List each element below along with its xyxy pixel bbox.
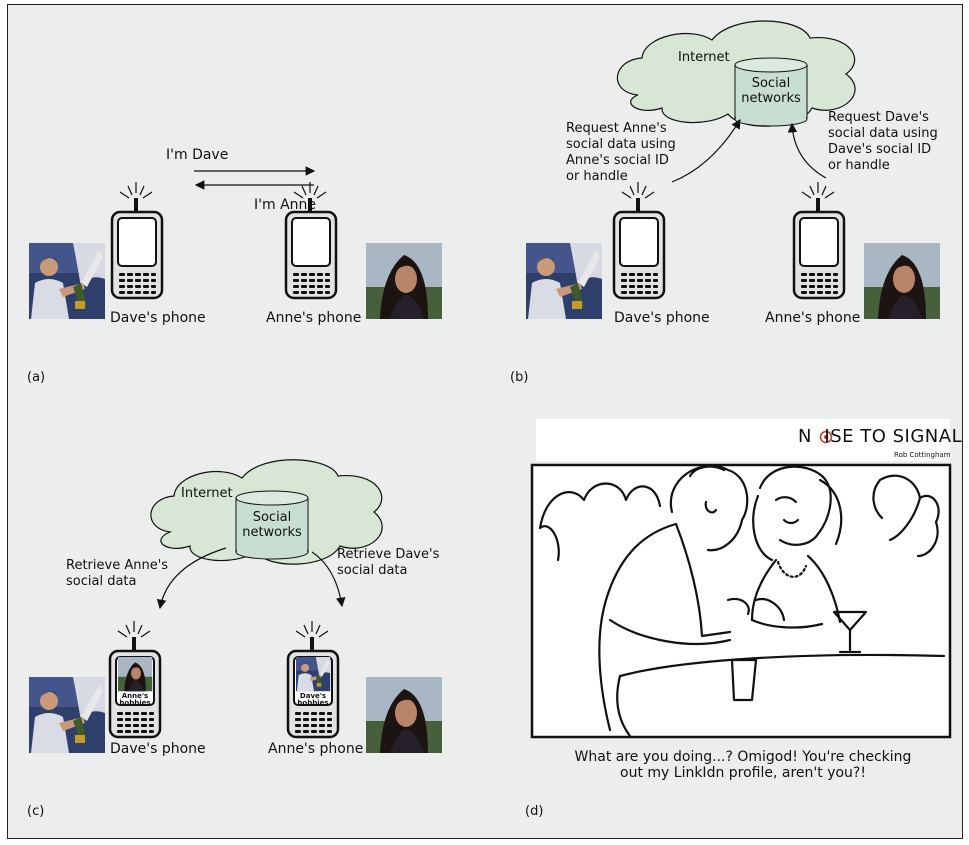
request-dave-text: Request Dave's social data using Dave's …: [828, 110, 938, 173]
anne-photo: [366, 243, 442, 319]
arrow-request-dave: [787, 122, 827, 179]
request-anne-text: Request Anne's social data using Anne's …: [566, 121, 676, 184]
dave-phone-icon: [110, 180, 164, 300]
msg-im-dave: I'm Dave: [166, 147, 229, 163]
database-c: [235, 490, 309, 560]
retrieve-anne-text: Retrieve Anne's social data: [66, 558, 169, 589]
arrow-request-anne: [671, 118, 741, 183]
dave-photo: [29, 243, 105, 319]
anne-photo-c: [366, 677, 442, 753]
database-b: [734, 57, 808, 127]
msg-im-anne: I'm Anne: [254, 197, 317, 213]
arrow-retrieve-anne: [156, 547, 227, 610]
brand-o-icon: [819, 430, 833, 444]
anne-thumb-on-dave-phone: [118, 657, 153, 692]
social-networks-label-b: Social networks: [741, 76, 801, 106]
cartoon-caption: What are you doing...? Omigod! You're ch…: [574, 749, 912, 781]
cartoon-brand-title: N ISE TO SIGNAL: [798, 426, 963, 447]
dave-thumb-on-anne-phone: [296, 657, 331, 692]
dave-phone-label-b: Dave's phone: [614, 310, 710, 326]
cartoon-drawing: [538, 464, 946, 738]
panel-label-d: (d): [525, 804, 544, 819]
anne-phone-label-c: Anne's phone: [268, 741, 364, 757]
internet-label-c: Internet: [181, 486, 233, 501]
panel-label-b: (b): [510, 370, 529, 385]
cartoon-author: Rob Cottingham: [894, 451, 951, 459]
dave-phone-label-c: Dave's phone: [110, 741, 206, 757]
retrieve-dave-text: Retrieve Dave's social data: [337, 547, 440, 578]
social-networks-label-c: Social networks: [242, 510, 302, 540]
panel-label-a: (a): [27, 370, 46, 385]
dave-phone-icon-b: [612, 180, 666, 300]
anne-phone-icon-b: [792, 180, 846, 300]
anne-screen-text: Dave's hobbies: [297, 692, 329, 707]
anne-photo-b: [864, 243, 940, 319]
anne-phone-label-b: Anne's phone: [765, 310, 861, 326]
internet-label-b: Internet: [678, 50, 730, 65]
dave-photo-c: [29, 677, 105, 753]
anne-phone-label: Anne's phone: [266, 310, 362, 326]
cartoon-header: [536, 419, 950, 461]
arrow-retrieve-dave: [311, 551, 346, 608]
panel-label-c: (c): [27, 804, 45, 819]
dave-phone-label: Dave's phone: [110, 310, 206, 326]
dave-screen-text: Anne's hobbies: [119, 692, 151, 707]
dave-photo-b: [526, 243, 602, 319]
